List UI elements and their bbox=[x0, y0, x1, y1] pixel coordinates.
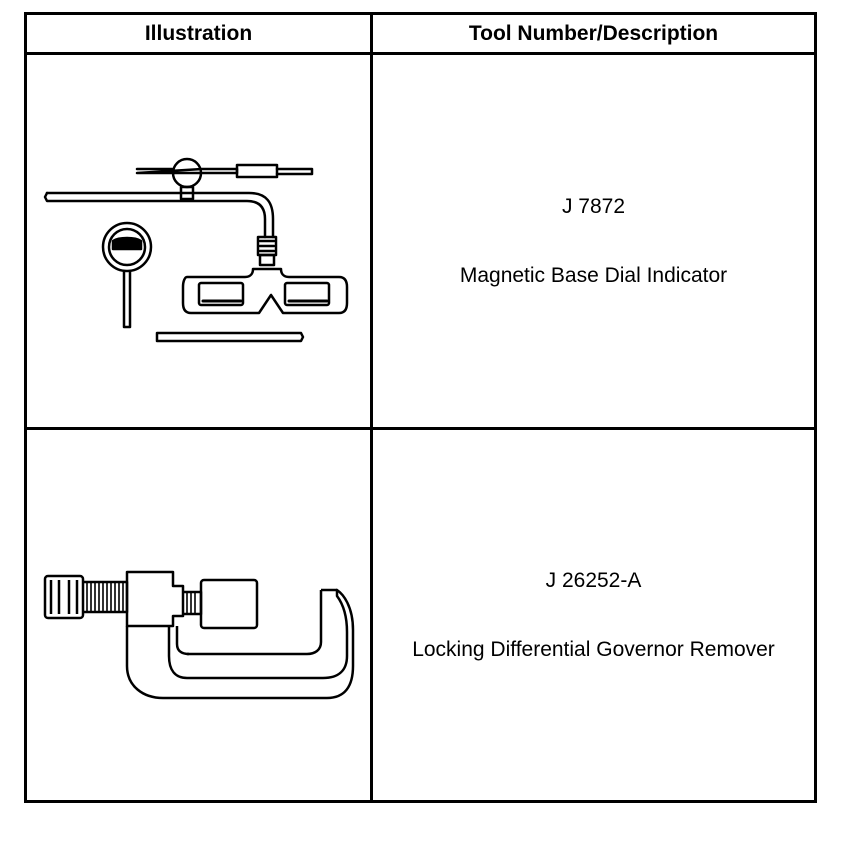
column-divider bbox=[370, 15, 373, 800]
tool-number: J 7872 bbox=[561, 194, 626, 218]
tool-number: J 26252-A bbox=[545, 568, 642, 592]
row-divider bbox=[27, 427, 814, 430]
tool-description: Magnetic Base Dial Indicator bbox=[459, 263, 728, 287]
tools-table: Illustration Tool Number/Description bbox=[24, 12, 817, 803]
header-divider bbox=[27, 52, 814, 55]
row-2-description-cell: J 26252-A Locking Differential Governor … bbox=[373, 430, 814, 800]
tool-description: Locking Differential Governor Remover bbox=[412, 637, 775, 661]
row-1-description-cell: J 7872 Magnetic Base Dial Indicator bbox=[373, 55, 814, 427]
header-tool-number-description: Tool Number/Description bbox=[468, 22, 719, 45]
magnetic-base-dial-indicator-icon bbox=[43, 157, 349, 343]
governor-remover-clamp-icon bbox=[43, 570, 355, 700]
header-illustration: Illustration bbox=[144, 22, 253, 45]
